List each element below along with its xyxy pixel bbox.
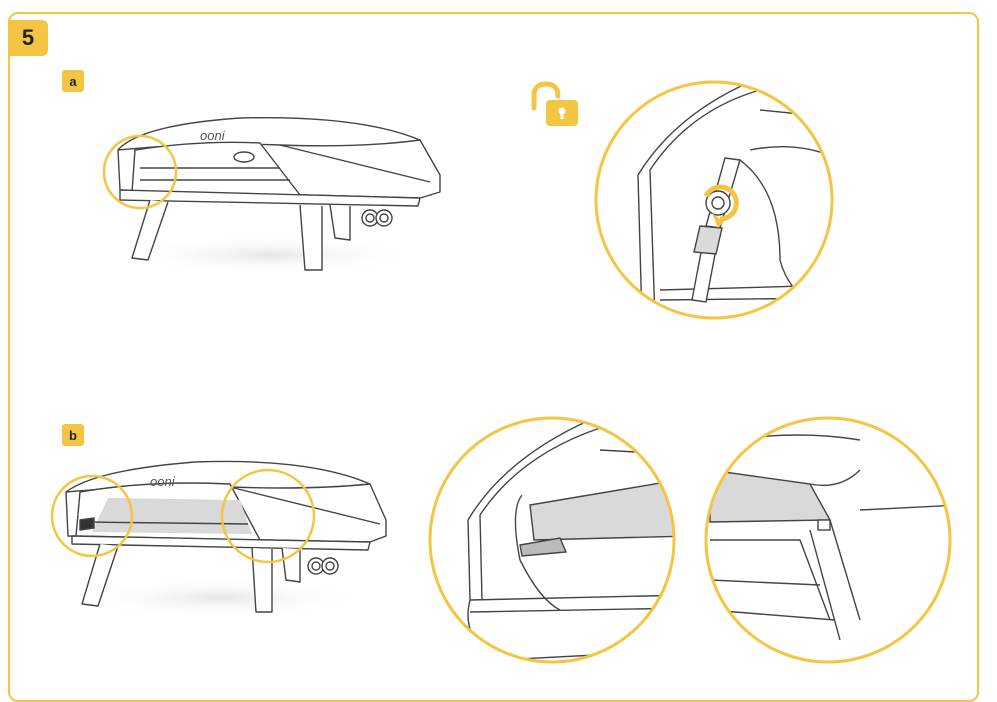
highlight-circle-b-left <box>50 474 134 558</box>
section-b-badge: b <box>62 424 84 446</box>
rotate-arrow-icon <box>703 184 739 228</box>
zoom-circle-b-right <box>704 416 952 664</box>
zoom-detail-a <box>596 82 832 318</box>
zoom-circle-a <box>594 80 834 320</box>
unlock-icon <box>531 81 578 126</box>
zoom-detail-b-right <box>706 418 950 662</box>
highlight-circle-b-right <box>220 468 316 564</box>
oven-logo-a: ooni <box>200 128 226 143</box>
oven-logo-b: ooni <box>150 474 176 489</box>
highlight-circle-a <box>102 134 178 210</box>
oven-illustration-b <box>65 460 387 618</box>
step-number-badge: 5 <box>8 20 48 56</box>
instruction-illustrations: ooni <box>50 80 952 664</box>
zoom-detail-b-left <box>430 418 674 662</box>
section-a-badge: a <box>62 70 84 92</box>
zoom-circle-b-left <box>428 416 676 664</box>
